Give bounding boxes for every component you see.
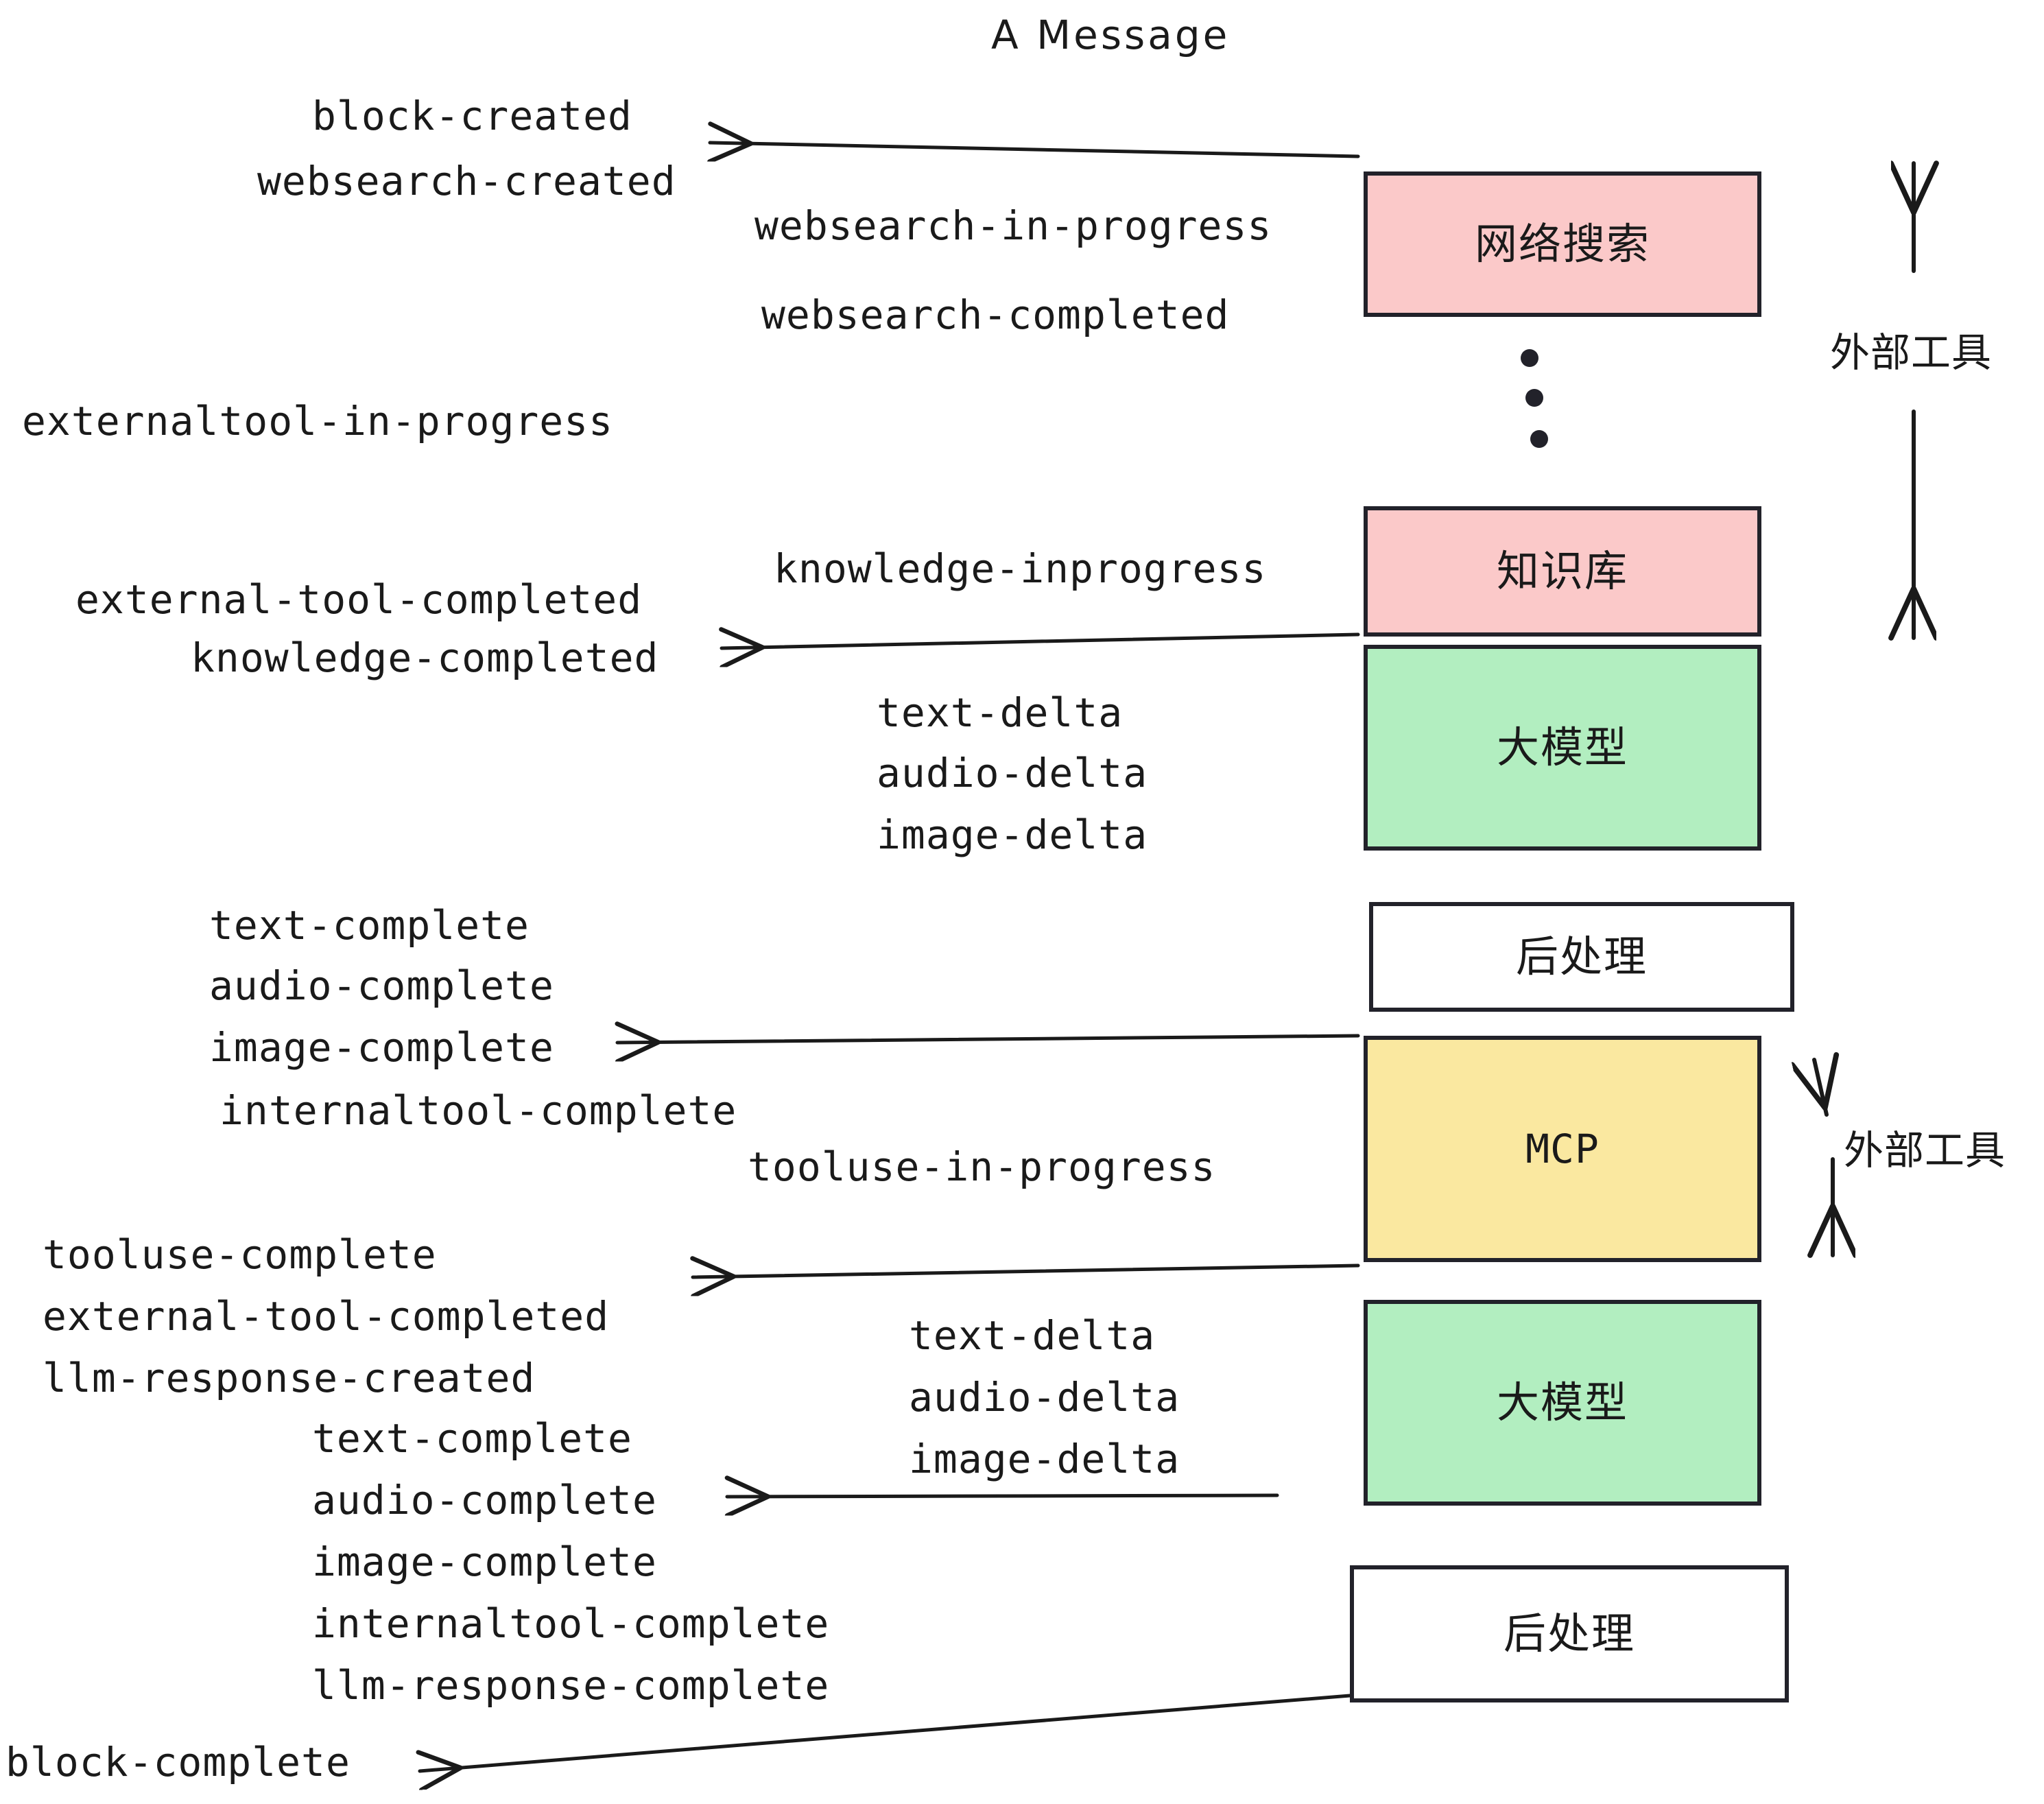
event-label-text-delta-2: text-delta xyxy=(909,1312,1156,1359)
arrow-knowledge-done xyxy=(722,634,1360,648)
node-box-llm-2[interactable]: 大模型 xyxy=(1364,1300,1761,1506)
event-label-internaltool-complete-1: internaltool-complete xyxy=(219,1087,737,1134)
ellipsis-dot-2 xyxy=(1525,389,1543,407)
event-label-image-complete-2: image-complete xyxy=(312,1539,657,1585)
side-label-external-tools-top: 外部工具 xyxy=(1830,329,1993,376)
ellipsis-dot-1 xyxy=(1521,349,1538,367)
event-label-audio-delta-1: audio-delta xyxy=(877,750,1148,796)
node-box-websearch[interactable]: 网络搜索 xyxy=(1364,171,1761,317)
side-label-external-tools-bottom: 外部工具 xyxy=(1844,1127,2006,1174)
ellipsis-dot-3 xyxy=(1530,430,1548,448)
node-box-mcp[interactable]: MCP xyxy=(1364,1036,1761,1262)
event-label-websearch-created: websearch-created xyxy=(257,158,676,204)
event-label-knowledge-completed: knowledge-completed xyxy=(191,634,659,681)
node-label-llm-1: 大模型 xyxy=(1496,722,1628,772)
event-label-audio-complete-1: audio-complete xyxy=(209,962,554,1009)
event-label-text-complete-1: text-complete xyxy=(209,902,530,949)
event-label-websearch-completed: websearch-completed xyxy=(761,292,1230,338)
node-box-postprocess-2[interactable]: 后处理 xyxy=(1350,1565,1789,1702)
event-label-llm-response-complete: llm-response-complete xyxy=(312,1662,830,1709)
event-label-tooluse-complete: tooluse-complete xyxy=(43,1231,437,1278)
node-label-postprocess-1: 后处理 xyxy=(1515,931,1648,982)
event-label-text-complete-2: text-complete xyxy=(312,1415,632,1462)
node-label-websearch: 网络搜索 xyxy=(1474,219,1650,269)
event-label-external-tool-completed-2: external-tool-completed xyxy=(43,1293,610,1340)
event-label-block-created: block-created xyxy=(312,93,632,139)
node-label-postprocess-2: 后处理 xyxy=(1503,1609,1635,1659)
event-label-knowledge-inprogress: knowledge-inprogress xyxy=(774,545,1267,592)
node-label-knowledge: 知识库 xyxy=(1496,546,1628,596)
event-label-image-complete-1: image-complete xyxy=(209,1024,554,1071)
node-label-mcp: MCP xyxy=(1525,1126,1600,1172)
event-label-externaltool-in-progress: externaltool-in-progress xyxy=(22,398,614,444)
event-label-websearch-in-progress: websearch-in-progress xyxy=(754,202,1272,249)
arrow-image-complete xyxy=(617,1036,1360,1043)
event-label-tooluse-in-progress: tooluse-in-progress xyxy=(748,1143,1216,1190)
scope-bottom-up xyxy=(1814,1060,1827,1117)
arrow-tooluse-complete xyxy=(693,1266,1360,1277)
event-label-llm-response-created: llm-response-created xyxy=(43,1355,536,1401)
event-label-block-complete: block-complete xyxy=(5,1739,350,1785)
diagram-title: A Message xyxy=(991,12,1231,58)
event-label-external-tool-completed-1: external-tool-completed xyxy=(75,576,643,623)
node-label-llm-2: 大模型 xyxy=(1496,1377,1628,1427)
event-label-image-delta-1: image-delta xyxy=(877,811,1148,858)
event-label-audio-complete-2: audio-complete xyxy=(312,1477,657,1523)
node-box-postprocess-1[interactable]: 后处理 xyxy=(1369,902,1794,1012)
node-box-knowledge[interactable]: 知识库 xyxy=(1364,506,1761,637)
event-label-image-delta-2: image-delta xyxy=(909,1436,1180,1482)
arrow-block-created xyxy=(710,143,1360,156)
event-label-audio-delta-2: audio-delta xyxy=(909,1374,1180,1421)
arrow-audio-complete xyxy=(727,1495,1279,1497)
event-label-internaltool-complete-2: internaltool-complete xyxy=(312,1600,830,1647)
event-label-text-delta-1: text-delta xyxy=(877,689,1124,736)
node-box-llm-1[interactable]: 大模型 xyxy=(1364,645,1761,851)
